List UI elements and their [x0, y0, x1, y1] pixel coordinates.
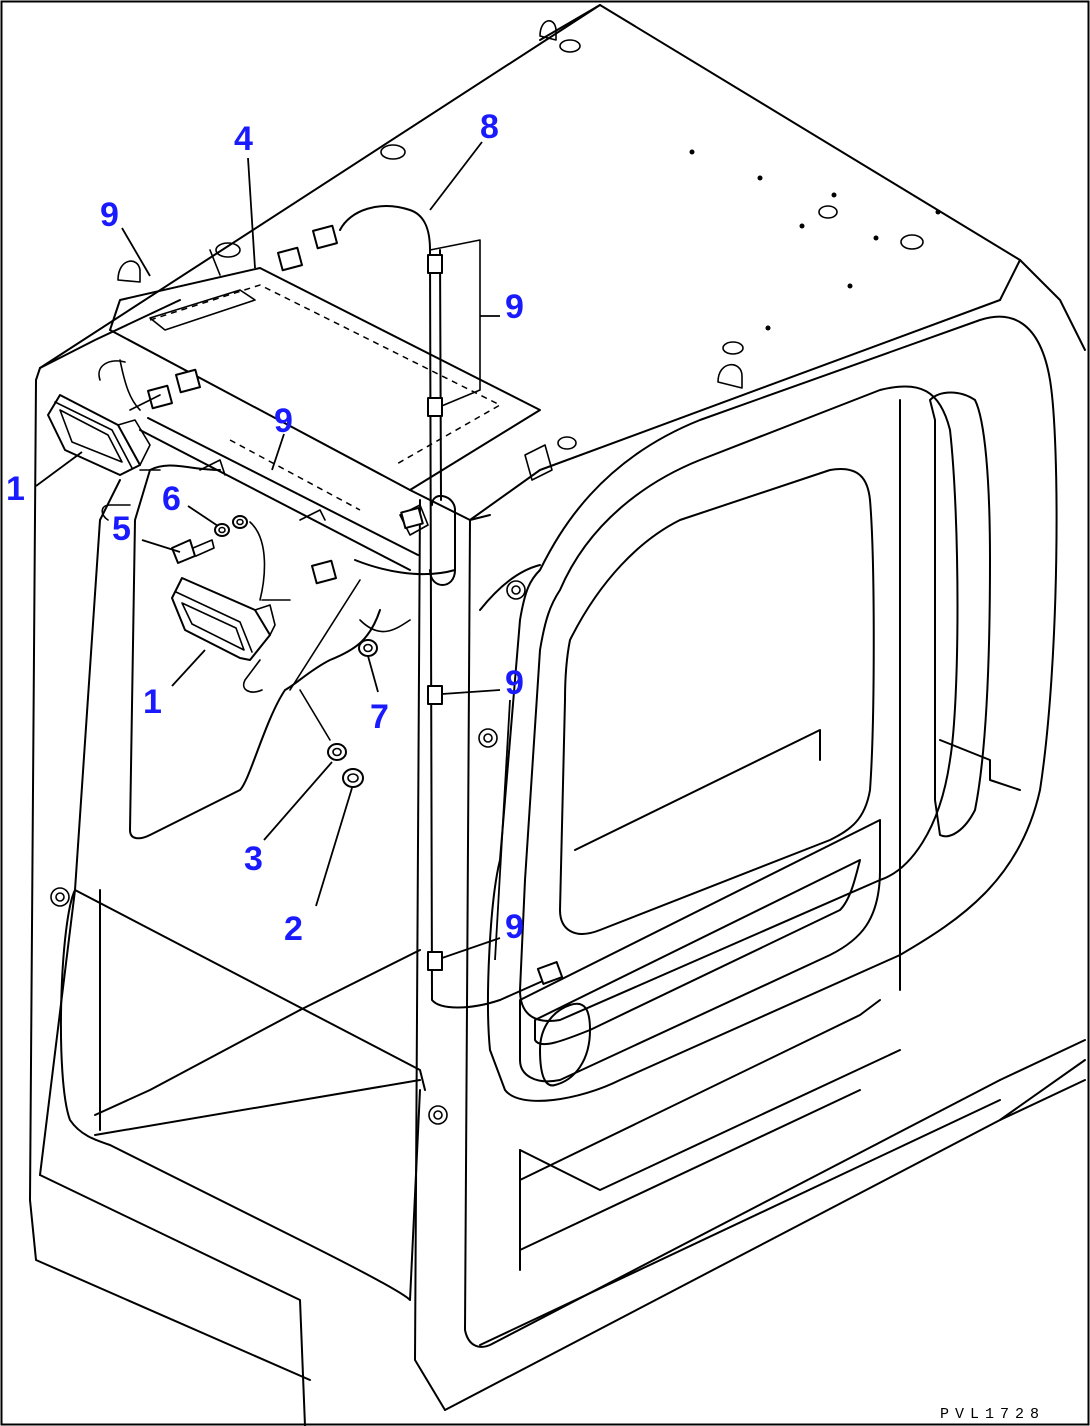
callout-9-harness-lower: 9 — [505, 908, 524, 946]
callout-labels: 1 1 2 3 4 5 6 7 8 9 9 9 9 9 — [6, 108, 524, 948]
callout-8: 8 — [480, 108, 499, 146]
cab-outline — [29, 4, 1086, 1426]
callout-3: 3 — [244, 840, 263, 878]
work-lamp-left — [47, 394, 151, 476]
callout-9-top-left: 9 — [100, 196, 119, 234]
callout-leaders — [35, 141, 511, 961]
callout-6: 6 — [162, 480, 181, 518]
callout-5: 5 — [112, 510, 131, 548]
callout-9-harness-middle: 9 — [505, 664, 524, 702]
callout-4: 4 — [234, 120, 253, 158]
callout-7: 7 — [370, 698, 389, 736]
hardware-parts — [171, 515, 411, 788]
work-lamp-bracket — [98, 205, 564, 1009]
callout-9-harness-upper: 9 — [505, 288, 524, 326]
drawing-code: PVL1728 — [940, 1406, 1045, 1423]
callout-9-bar: 9 — [274, 402, 293, 440]
callout-1-lower: 1 — [143, 683, 162, 721]
callout-2: 2 — [284, 910, 303, 948]
callout-1-upper: 1 — [6, 470, 25, 508]
work-lamp-front — [171, 577, 291, 693]
